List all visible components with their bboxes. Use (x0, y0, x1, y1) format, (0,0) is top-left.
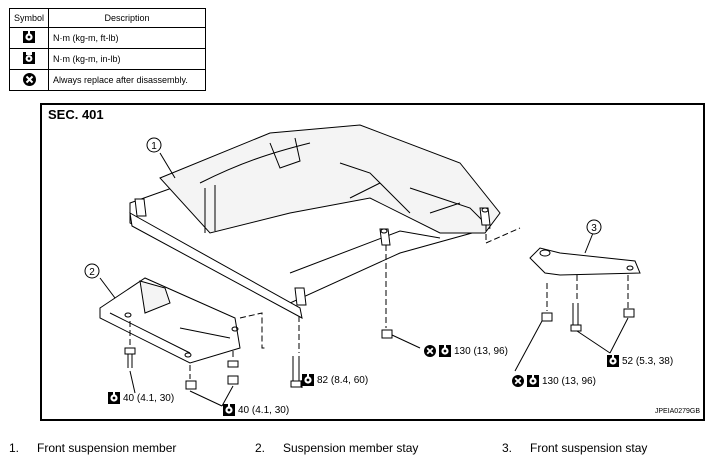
legend-row-text: N·m (kg-m, in-lb) (48, 48, 206, 70)
part-number: 1. (9, 441, 20, 455)
callout-3: 3 (586, 219, 602, 235)
alignment-lines (129, 225, 629, 379)
replace-x-icon (424, 345, 436, 357)
torque-label-52: 52 (5.3, 38) (607, 355, 673, 367)
torque-value: 40 (4.1, 30) (238, 404, 290, 416)
bolts (124, 303, 635, 390)
part-name: Front suspension member (37, 441, 177, 455)
torque-wrench-icon (108, 392, 120, 404)
front-suspension-stay-drawing (529, 247, 641, 276)
torque-wrench-icon (223, 404, 235, 416)
replace-x-icon (512, 375, 524, 387)
callout-2-number: 2 (89, 267, 95, 278)
symbol-legend-table: Symbol Description N·m (kg-m, ft-lb) N·m… (9, 8, 206, 91)
legend-row: N·m (kg-m, in-lb) (9, 48, 206, 70)
part-name: Front suspension stay (530, 441, 648, 455)
section-label: SEC. 401 (48, 107, 104, 122)
suspension-member-stay-drawing (99, 277, 241, 364)
exploded-view-diagram: 1 2 3 (84, 124, 641, 407)
part-name: Suspension member stay (283, 441, 419, 455)
torque-label-82: 82 (8.4, 60) (302, 374, 368, 386)
legend-header-description: Description (48, 8, 206, 28)
torque-label-40-a: 40 (4.1, 30) (108, 392, 174, 404)
callout-1-number: 1 (151, 141, 157, 152)
callout-3-number: 3 (591, 223, 597, 234)
replace-x-icon (22, 72, 36, 86)
torque-wrench-icon (527, 375, 539, 387)
torque-wrench-small-icon (23, 52, 35, 64)
torque-wrench-icon (302, 374, 314, 386)
figure-code: JPEIA0279GB (654, 408, 700, 415)
torque-value: 82 (8.4, 60) (317, 374, 369, 386)
legend-row-text: N·m (kg-m, ft-lb) (48, 27, 206, 49)
torque-value: 130 (13, 96) (454, 345, 508, 357)
parts-list-item: 2. Suspension member stay (255, 441, 418, 455)
part-number: 3. (502, 441, 513, 455)
legend-header-symbol: Symbol (9, 8, 49, 28)
torque-wrench-icon (23, 31, 35, 43)
leader-lines (99, 152, 629, 407)
parts-list-item: 1. Front suspension member (9, 441, 176, 455)
part-number: 2. (255, 441, 266, 455)
parts-list-item: 3. Front suspension stay (502, 441, 647, 455)
torque-value: 52 (5.3, 38) (622, 355, 674, 367)
legend-row: N·m (kg-m, ft-lb) (9, 27, 206, 49)
torque-value: 40 (4.1, 30) (123, 392, 175, 404)
callout-1: 1 (146, 137, 162, 153)
callout-2: 2 (84, 263, 100, 279)
torque-label-130-a: 130 (13, 96) (424, 345, 508, 357)
torque-wrench-icon (439, 345, 451, 357)
torque-wrench-icon (607, 355, 619, 367)
torque-label-40-b: 40 (4.1, 30) (223, 404, 289, 416)
legend-row: Always replace after disassembly. (9, 69, 206, 91)
legend-header-row: Symbol Description (9, 8, 206, 28)
torque-value: 130 (13, 96) (542, 375, 596, 387)
diagram-frame (40, 103, 705, 421)
legend-row-text: Always replace after disassembly. (48, 69, 206, 91)
torque-label-130-b: 130 (13, 96) (512, 375, 596, 387)
front-suspension-member-drawing (129, 124, 501, 319)
